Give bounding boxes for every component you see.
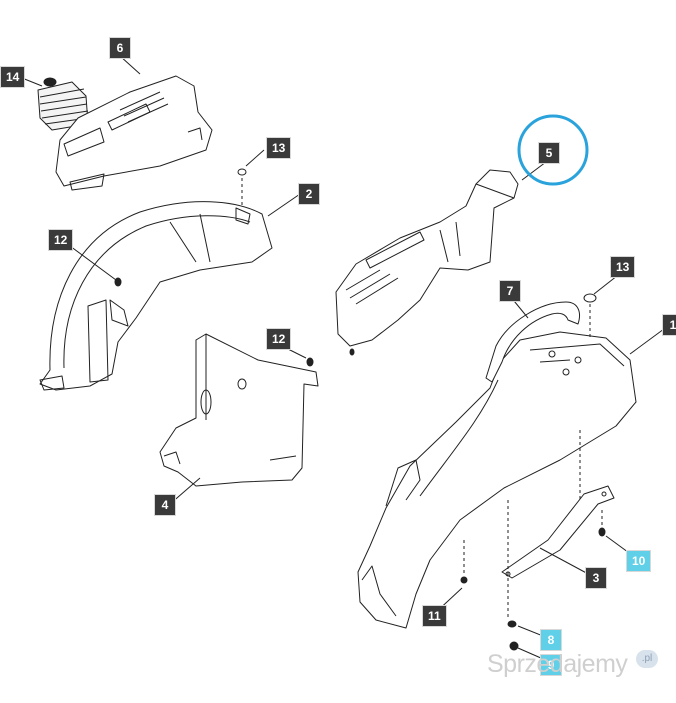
callout-14: 14 — [0, 66, 26, 88]
part-7-handle — [485, 301, 580, 383]
callout-6: 6 — [109, 37, 131, 59]
callout-7: 7 — [499, 280, 521, 302]
part-2-inner-fender — [39, 201, 273, 391]
part-3-strut — [501, 485, 615, 579]
callout-11: 11 — [422, 605, 447, 627]
watermark-badge: .pl — [636, 650, 658, 668]
callout-13b: 13 — [610, 256, 636, 278]
callout-5: 5 — [538, 142, 560, 164]
assembly-lines — [241, 178, 603, 620]
callout-10: 10 — [626, 550, 652, 572]
part-5-side-panel — [335, 169, 519, 356]
part-4-bracket-plate — [159, 333, 319, 487]
callout-8: 8 — [540, 629, 562, 651]
watermark-text: Sprzedajemy — [487, 650, 628, 678]
callout-12b: 12 — [266, 328, 292, 350]
callout-3: 3 — [585, 567, 607, 589]
part-1-main-fender — [357, 331, 637, 629]
highlight-circle — [517, 114, 589, 186]
callout-9: 9 — [540, 654, 562, 676]
fasteners — [114, 168, 606, 651]
callout-13: 13 — [266, 137, 292, 159]
part-6-top-cover — [55, 75, 213, 191]
callout-4: 4 — [154, 494, 176, 516]
callout-1: 1 — [662, 314, 676, 336]
callout-12: 12 — [48, 229, 74, 251]
callout-2: 2 — [298, 183, 320, 205]
